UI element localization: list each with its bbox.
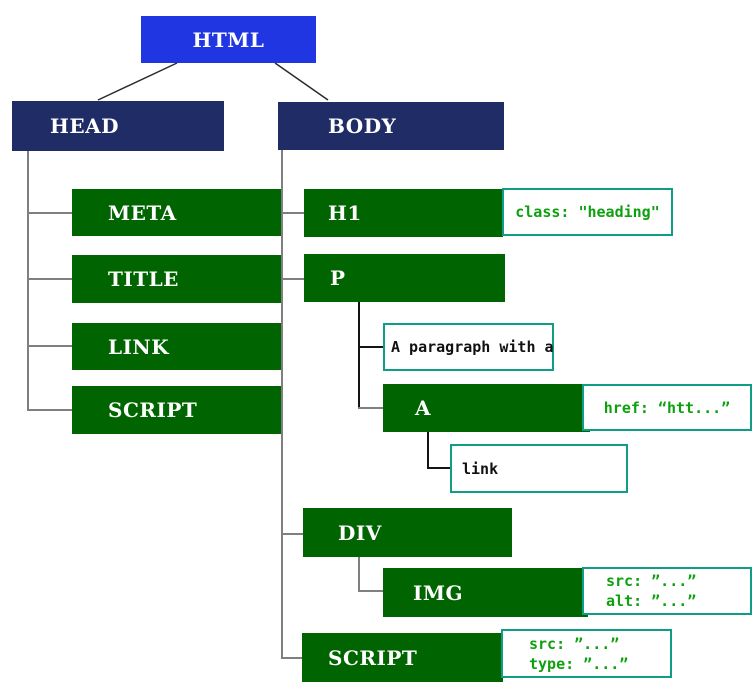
connector-div-trunk [358,557,360,592]
connector-p-text [358,346,383,348]
text-node-link: link [450,444,628,493]
node-a: A [383,384,590,432]
node-script-body: SCRIPT [302,633,503,682]
node-script-head-label: SCRIPT [108,398,198,422]
annotation-img-alt-text: alt: ”...” [606,592,697,610]
connector-body-script [281,657,302,659]
connector-p-trunk [358,302,360,409]
annotation-a-href-text: href: “htt...” [603,398,731,417]
connector-body-div [281,533,303,535]
node-img-label: IMG [413,580,464,605]
annotation-h1-class-text: class: "heading" [515,203,660,221]
node-title: TITLE [72,255,281,303]
connector-html-body [274,62,329,101]
connector-a-trunk [427,432,429,469]
node-head-label: HEAD [50,114,120,138]
connector-head-title [27,278,72,280]
node-html-label: HTML [192,27,265,52]
annotation-img: src: ”...” alt: ”...” [582,567,752,615]
node-p-label: P [330,266,346,290]
annotation-img-src-text: src: ”...” [606,572,697,590]
connector-body-trunk [281,150,283,659]
connector-head-script [27,409,72,411]
node-link-label: LINK [108,334,170,359]
node-script-body-label: SCRIPT [328,645,418,670]
node-link: LINK [72,323,281,370]
node-script-head: SCRIPT [72,386,281,434]
node-html: HTML [141,16,316,63]
text-node-paragraph-label: A paragraph with a [391,338,554,356]
node-img: IMG [383,568,588,617]
connector-body-h1 [281,212,304,214]
annotation-script-src-text: src: ”...” [529,634,620,653]
connector-a-link [427,467,450,469]
node-h1-label: H1 [328,201,362,225]
connector-head-link [27,345,72,347]
node-body-label: BODY [328,114,397,138]
node-title-label: TITLE [108,267,179,291]
annotation-script: src: ”...” type: ”...” [501,629,672,678]
annotation-a-href: href: “htt...” [582,384,752,431]
connector-head-trunk [27,151,29,411]
connector-div-img [358,590,383,592]
node-meta-label: META [108,200,177,225]
node-p: P [304,254,505,302]
node-a-label: A [415,396,432,420]
node-meta: META [72,189,281,236]
node-head: HEAD [12,101,224,151]
connector-p-a [358,407,383,409]
text-node-link-label: link [462,459,499,478]
connector-head-meta [27,212,72,214]
connector-body-p [281,278,304,280]
node-body: BODY [278,102,504,150]
annotation-script-type-text: type: ”...” [529,654,629,673]
node-div-label: DIV [338,520,382,545]
text-node-paragraph: A paragraph with a [383,323,554,371]
connector-html-head [97,62,178,101]
node-div: DIV [303,508,512,557]
annotation-h1-class: class: "heading" [502,188,673,236]
node-h1: H1 [304,189,503,237]
